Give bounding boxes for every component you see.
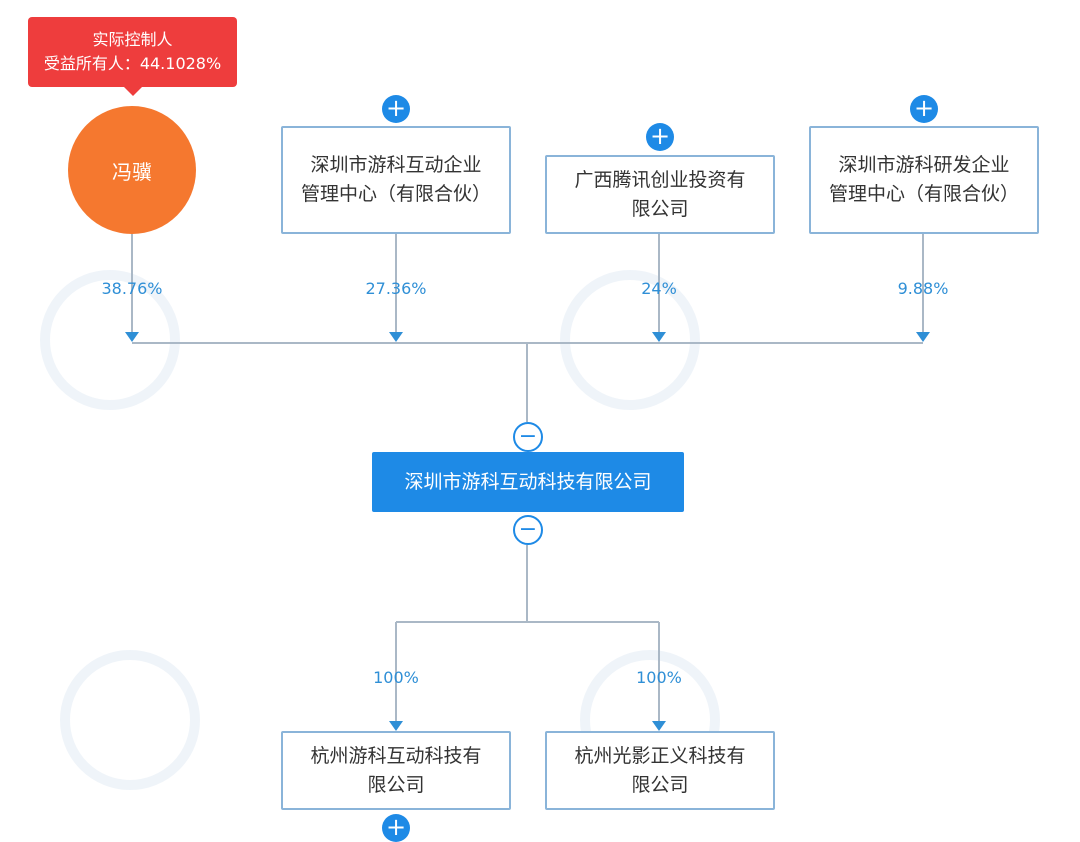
watermark-logo: [60, 650, 200, 790]
watermark-logo: [560, 270, 700, 410]
center-company-node[interactable]: 深圳市游科互动科技有限公司: [372, 452, 684, 512]
arrow-down-icon: [652, 721, 666, 731]
watermark-logo: [40, 270, 180, 410]
share-percent-label: 38.76%: [101, 279, 163, 298]
actual-controller-tag: 实际控制人 受益所有人：44.1028%: [28, 17, 237, 96]
subsidiary-name-line: 限公司: [367, 773, 425, 796]
shareholder-name-line: 深圳市游科互动企业: [310, 154, 482, 176]
subsidiary-name-line: 杭州光影正义科技有: [574, 744, 746, 767]
arrow-down-icon: [125, 332, 139, 342]
center-company-name: 深圳市游科互动科技有限公司: [404, 470, 652, 493]
subsidiary-node[interactable]: 杭州游科互动科技有 限公司: [281, 731, 511, 810]
share-percent-label: 27.36%: [365, 279, 427, 298]
arrow-down-icon: [652, 332, 666, 342]
plus-circle-icon[interactable]: +: [646, 123, 674, 151]
plus-circle-icon[interactable]: +: [382, 95, 410, 123]
person-name: 冯骥: [112, 159, 152, 184]
shareholder-name-line: 管理中心（有限合伙）: [300, 183, 491, 205]
share-percent-label: 24%: [641, 279, 677, 298]
shareholder-name-line: 广西腾讯创业投资有: [574, 168, 746, 191]
share-percent-label: 100%: [636, 668, 682, 687]
subsidiary-name-line: 限公司: [631, 773, 689, 796]
plus-circle-icon[interactable]: +: [910, 95, 938, 123]
share-percent-label: 9.88%: [897, 279, 949, 298]
shareholder-name-line: 深圳市游科研发企业: [838, 154, 1010, 176]
person-node-controller[interactable]: 冯骥: [68, 106, 196, 234]
arrow-down-icon: [389, 721, 403, 731]
controller-title: 实际控制人: [92, 30, 173, 49]
shareholder-name-line: 管理中心（有限合伙）: [828, 183, 1019, 205]
plus-circle-icon[interactable]: +: [382, 814, 410, 842]
beneficiary-share: 受益所有人：44.1028%: [43, 54, 222, 73]
subsidiary-node[interactable]: 杭州光影正义科技有 限公司: [545, 731, 775, 810]
arrow-down-icon: [389, 332, 403, 342]
shareholder-node[interactable]: 深圳市游科研发企业 管理中心（有限合伙）: [809, 126, 1039, 234]
subsidiary-name-line: 杭州游科互动科技有: [310, 744, 482, 767]
minus-circle-icon[interactable]: −: [513, 515, 543, 545]
shareholder-node[interactable]: 广西腾讯创业投资有 限公司: [545, 155, 775, 234]
shareholder-name-line: 限公司: [631, 197, 689, 220]
shareholder-node[interactable]: 深圳市游科互动企业 管理中心（有限合伙）: [281, 126, 511, 234]
share-percent-label: 100%: [373, 668, 419, 687]
arrow-down-icon: [916, 332, 930, 342]
minus-circle-icon[interactable]: −: [513, 422, 543, 452]
